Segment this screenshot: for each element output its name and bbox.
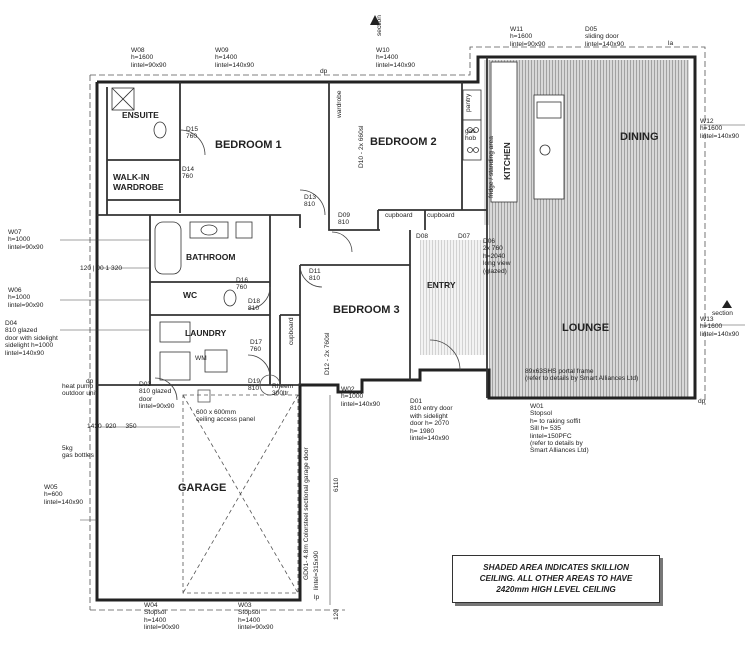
room-label-garage: GARAGE [178,482,227,494]
door-label-d12: D12 - 2x 760sl [324,332,331,375]
label-wardrobe: wardrobe [336,90,343,119]
window-label-w06: W06 h=1000 lintel=90x90 [8,287,44,309]
label-dim-garage: 1430 920 350 [87,423,137,430]
roof-outline [89,46,706,611]
room-label-lounge: LOUNGE [562,322,610,334]
kitchen-fixtures [462,61,565,203]
window-label-w13: W13 h=1600 lintel=140x90 [700,316,740,338]
door-label-d14: D14 760 [182,166,195,181]
room-label-entry: ENTRY [427,280,456,290]
entry-floor [420,240,487,355]
door-label-d13: D13 810 [304,194,317,209]
room-label-bedroom2: BEDROOM 2 [370,136,437,148]
label-cupboard-1: cupboard [385,212,413,219]
door-label-d11: D11 810 [309,268,321,283]
window-label-w03: W03 Stopsol h=1400 lintel=90x90 [238,602,274,632]
label-dim-120: 120 [333,608,340,620]
door-label-d19: D19 810 [248,378,261,393]
skillion-kitchen-dining [484,60,689,225]
room-label-wc: WC [183,290,198,300]
exterior-walls [95,55,697,602]
label-dp-right: dp [698,398,706,405]
room-label-walkin-wardrobe: WALK-IN WARDROBE [113,172,164,192]
room-label-kitchen: KITCHEN [502,142,512,180]
label-cupboard-3: cupboard [288,317,295,346]
label-section-top: section [376,15,383,36]
label-portal-frame: 89x63SHS portal frame (refer to details … [525,368,639,383]
window-label-w07: W07 h=1000 lintel=90x90 [8,229,44,251]
label-gas-bottles: 5kg gas bottles [62,445,94,460]
ceiling-note-line-1: SHADED AREA INDICATES SKILLION [483,563,629,572]
room-label-bathroom: BATHROOM [186,252,236,262]
door-swings [154,129,461,401]
skillion-lounge [489,225,689,397]
room-label-laundry: LAUNDRY [185,328,227,338]
ceiling-note-line-3: 2420mm HIGH LEVEL CEILING [496,585,616,594]
label-dp-left: dp [86,378,94,385]
door-label-d03: D03 810 glazed door lintel=90x90 [139,381,175,411]
label-heat-pump: heat pump outdoor unit [62,383,97,398]
label-fridge: fridge / standing area [488,136,495,198]
room-label-bedroom1: BEDROOM 1 [215,139,282,151]
label-ceiling-access: 600 x 600mm ceiling access panel [196,409,256,424]
label-cupboard-2: cupboard [427,212,455,219]
door-label-d15: D15 760 [186,126,199,141]
garage-lines [182,374,299,594]
label-pantry: pantry [465,93,472,112]
label-garage-lintel: lintel=315x90 [313,550,320,590]
window-label-w09: W09 h=1400 lintel=140x90 [215,47,255,69]
section-markers [370,15,732,308]
door-label-d10: D10 - 2x 660sl [358,125,365,168]
window-label-w12: W12 h=1600 lintel=140x90 [700,118,740,140]
label-gas-hob: gas hob [465,128,477,143]
window-label-w08: W08 h=1600 lintel=90x90 [131,47,167,69]
ceiling-note-box: SHADED AREA INDICATES SKILLION CEILING. … [452,555,660,603]
room-label-dining: DINING [620,131,659,143]
room-label-ensuite: ENSUITE [122,110,159,120]
door-label-d06: D06 2x 760 h=2040 long view (glazed) [483,238,511,275]
label-lp: lp [314,594,320,601]
label-dims-bath: 120 | 90 1 320 [80,265,123,272]
window-label-w11: W11 h=1600 lintel=90x90 [510,26,546,48]
label-la: la [668,40,674,47]
door-label-d08: D08 [416,233,429,240]
door-label-d17: D17 760 [250,339,263,354]
label-garage-door: GD01- 4.8m Colorsteel sectional garage d… [303,447,310,580]
ceiling-note-line-2: CEILING. ALL OTHER AREAS TO HAVE [479,574,633,583]
door-label-d09: D09 810 [338,212,351,227]
door-label-d05: D05 sliding door lintel=140x90 [585,26,625,48]
window-label-w01: W01 Stopsol h= to raking soffit Sill h= … [530,403,589,455]
dimension-lines [60,124,745,605]
interior-walls [97,57,488,398]
label-wm: WM [195,355,207,362]
window-label-w10: W10 h=1400 lintel=140x90 [376,47,416,69]
window-label-w05: W05 h=600 lintel=140x90 [44,484,84,506]
door-label-d18: D18 810 [248,298,261,313]
bathroom-fixtures [111,87,253,381]
window-label-w04: W04 Stopsol h=1400 lintel=90x90 [144,602,180,632]
door-label-d07: D07 [458,233,471,240]
window-label-w02: W02 h=1000 lintel=140x90 [341,386,381,408]
door-label-d16: D16 760 [236,277,249,292]
door-label-d01: D01 810 entry door with sidelight door h… [410,398,453,443]
label-section-right: section [712,310,733,317]
room-label-bedroom3: BEDROOM 3 [333,304,400,316]
door-label-d04: D04 810 glazed door with sidelight sidel… [5,320,58,357]
label-dp-top: dp [320,68,328,75]
label-dim-6110: 6110 [333,477,340,492]
label-rheem: Rheem 300ltr [272,383,294,398]
